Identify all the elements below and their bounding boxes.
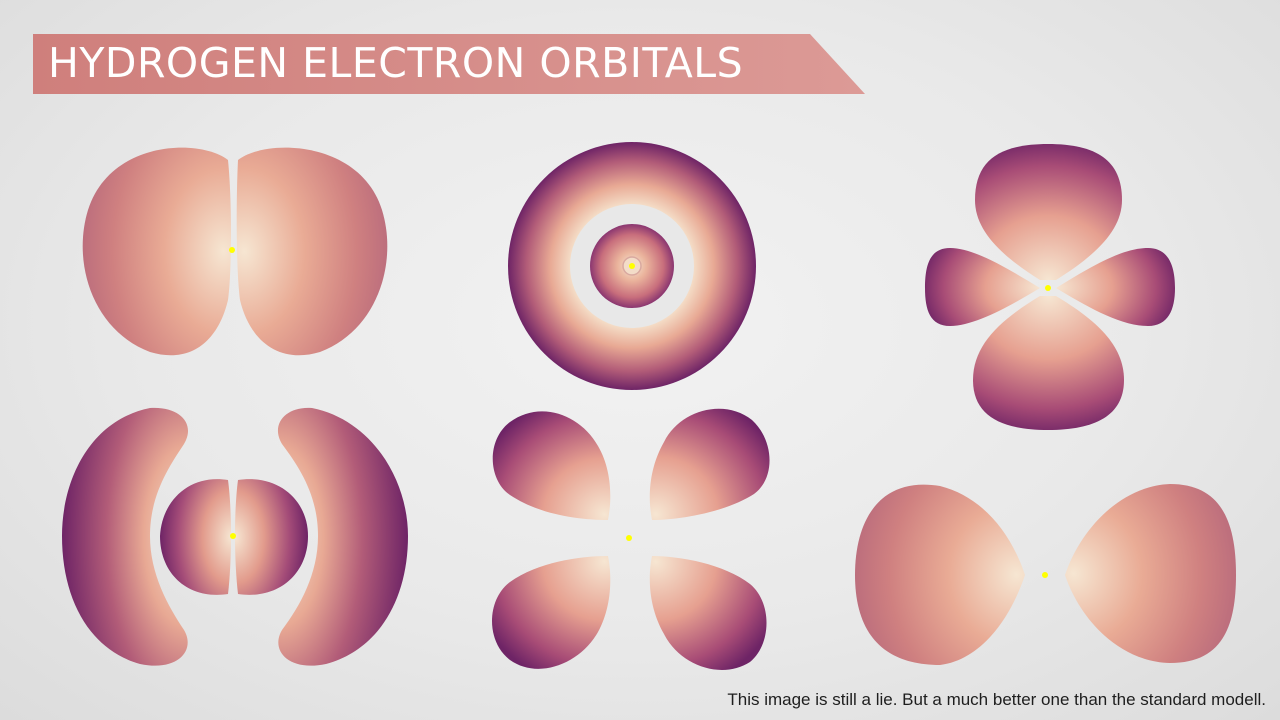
- nucleus-dot: [1042, 572, 1048, 578]
- dumbbell-orbital: [855, 484, 1236, 665]
- title-banner: [33, 34, 865, 94]
- cloverleaf-orbital: [492, 408, 770, 670]
- four-lobe-orbital-right: [925, 144, 1175, 430]
- crescent-orbital: [62, 407, 408, 666]
- nucleus-dot: [629, 263, 635, 269]
- nucleus-dot: [229, 247, 235, 253]
- nucleus-dot: [626, 535, 632, 541]
- nucleus-dot: [230, 533, 236, 539]
- caption-text: This image is still a lie. But a much be…: [727, 690, 1266, 709]
- page-title: HYDROGEN ELECTRON ORBITALS: [48, 39, 744, 87]
- nucleus-dot: [1045, 285, 1051, 291]
- ring-orbital: [508, 142, 756, 390]
- two-lobe-orbital: [82, 147, 388, 356]
